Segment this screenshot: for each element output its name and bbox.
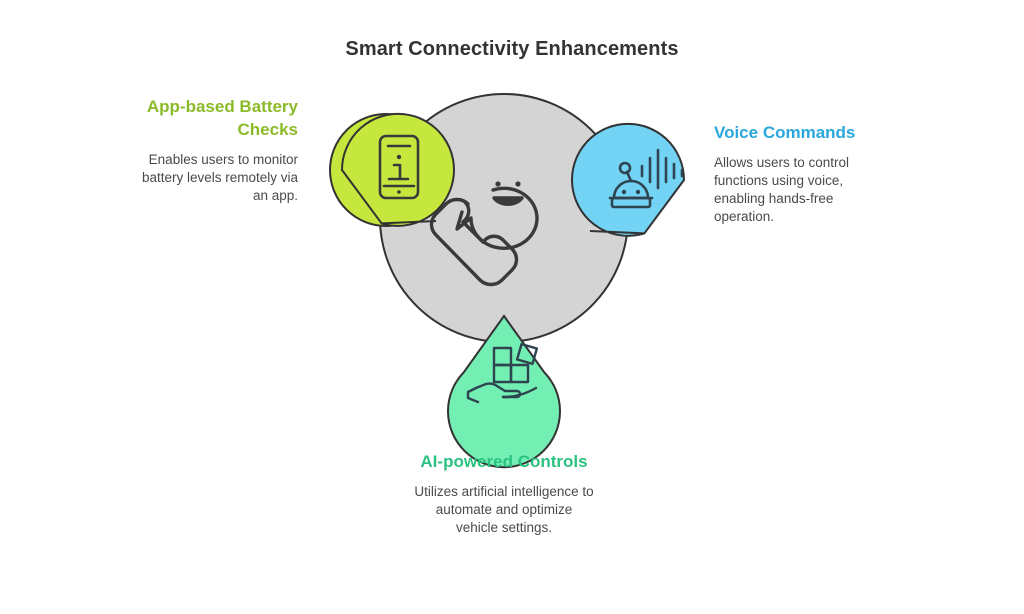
node-app-based-battery-checks[interactable] bbox=[329, 112, 455, 228]
node-ai-powered-controls[interactable] bbox=[447, 314, 561, 469]
callout-body-app-based-battery-checks: Enables users to monitor battery levels … bbox=[141, 151, 298, 203]
callout-app-based-battery-checks: App-based Battery Checks Enables users t… bbox=[130, 96, 298, 205]
diagram-stage bbox=[318, 88, 708, 469]
callout-heading-ai-powered-controls: AI-powered Controls bbox=[420, 452, 588, 471]
voice-assistant-soundwave-icon bbox=[608, 148, 684, 209]
node-blue-shape bbox=[571, 122, 686, 237]
callout-heading-voice-commands: Voice Commands bbox=[714, 123, 856, 142]
node-green-tip bbox=[340, 112, 455, 227]
node-voice-commands[interactable] bbox=[571, 122, 686, 237]
callout-heading-app-based-battery-checks: App-based Battery Checks bbox=[146, 97, 298, 139]
smartphone-info-icon bbox=[378, 134, 420, 200]
callout-voice-commands: Voice Commands Allows users to control f… bbox=[714, 122, 886, 226]
page-title: Smart Connectivity Enhancements bbox=[345, 38, 679, 60]
callout-body-voice-commands: Allows users to control functions using … bbox=[714, 154, 850, 224]
callout-ai-powered-controls: AI-powered Controls Utilizes artificial … bbox=[413, 451, 595, 537]
callout-body-ai-powered-controls: Utilizes artificial intelligence to auto… bbox=[414, 483, 594, 535]
phone-speech-bubble-icon bbox=[429, 181, 539, 287]
hand-holding-blocks-icon bbox=[466, 342, 539, 404]
